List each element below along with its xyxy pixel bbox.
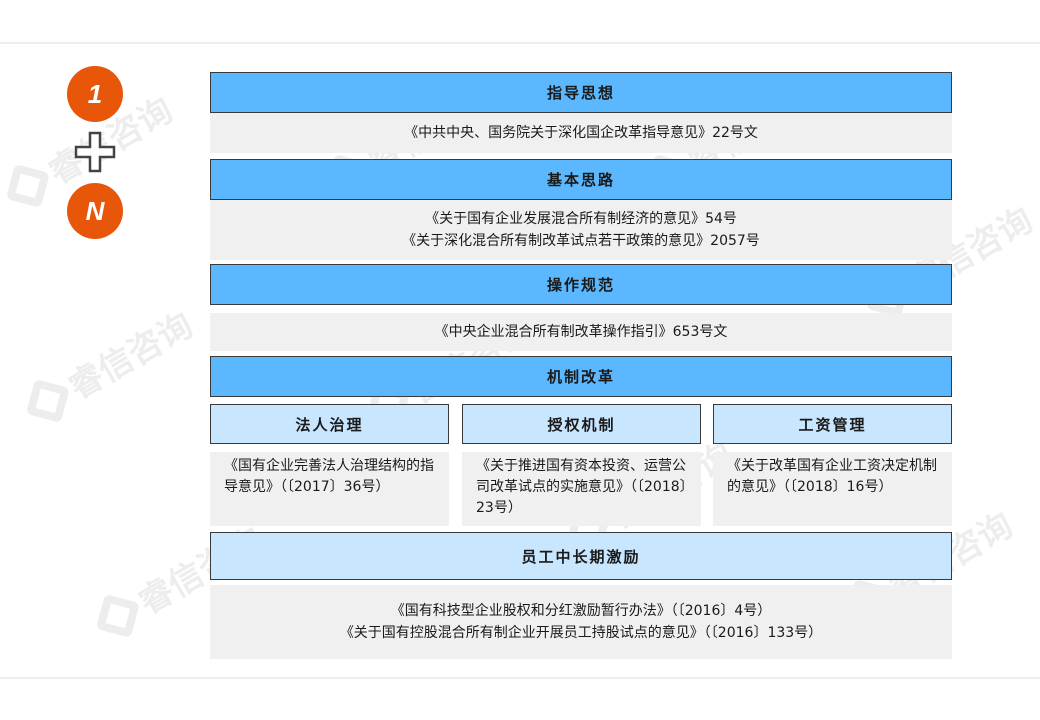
top-divider: [0, 42, 1040, 44]
employee-incentive-header: 员工中长期激励: [210, 532, 952, 580]
wage-management-docs: 《关于改革国有企业工资决定机制的意见》（〔2018〕16号）: [713, 452, 952, 526]
employee-incentive-docs: 《国有科技型企业股权和分红激励暂行办法》（〔2016〕4号） 《关于国有控股混合…: [210, 585, 952, 659]
doc-line: 《中央企业混合所有制改革操作指引》653号文: [434, 324, 728, 340]
authorization-mechanism-docs: 《关于推进国有资本投资、运营公司改革试点的实施意见》（〔2018〕23号）: [462, 452, 701, 526]
badge-n: N: [67, 183, 123, 239]
corporate-governance-docs: 《国有企业完善法人治理结构的指导意见》（〔2017〕36号）: [210, 452, 449, 526]
doc-line: 《关于国有控股混合所有制企业开展员工持股试点的意见》（〔2016〕133号）: [339, 625, 823, 641]
guiding-ideology-docs: 《中共中央、国务院关于深化国企改革指导意见》22号文: [210, 113, 952, 153]
plus-icon: [74, 131, 116, 173]
bottom-divider: [0, 677, 1040, 679]
doc-line: 《关于国有企业发展混合所有制经济的意见》54号: [425, 211, 737, 227]
basic-approach-header: 基本思路: [210, 159, 952, 200]
doc-line: 《中共中央、国务院关于深化国企改革指导意见》22号文: [404, 125, 758, 141]
watermark-logo-icon: [95, 593, 140, 638]
watermark-logo-icon: [5, 163, 50, 208]
badge-one: 1: [67, 66, 123, 122]
guiding-ideology-header: 指导思想: [210, 72, 952, 113]
wage-management-header: 工资管理: [713, 404, 952, 444]
corporate-governance-header: 法人治理: [210, 404, 449, 444]
watermark: 睿信咨询: [20, 298, 200, 430]
operation-spec-header: 操作规范: [210, 264, 952, 305]
basic-approach-docs: 《关于国有企业发展混合所有制经济的意见》54号 《关于深化混合所有制改革试点若干…: [210, 200, 952, 260]
authorization-mechanism-header: 授权机制: [462, 404, 701, 444]
doc-line: 《国有科技型企业股权和分红激励暂行办法》（〔2016〕4号）: [390, 603, 772, 619]
watermark-logo-icon: [25, 378, 70, 423]
mechanism-reform-header: 机制改革: [210, 356, 952, 397]
operation-spec-docs: 《中央企业混合所有制改革操作指引》653号文: [210, 313, 952, 351]
doc-line: 《关于深化混合所有制改革试点若干政策的意见》2057号: [402, 233, 760, 249]
